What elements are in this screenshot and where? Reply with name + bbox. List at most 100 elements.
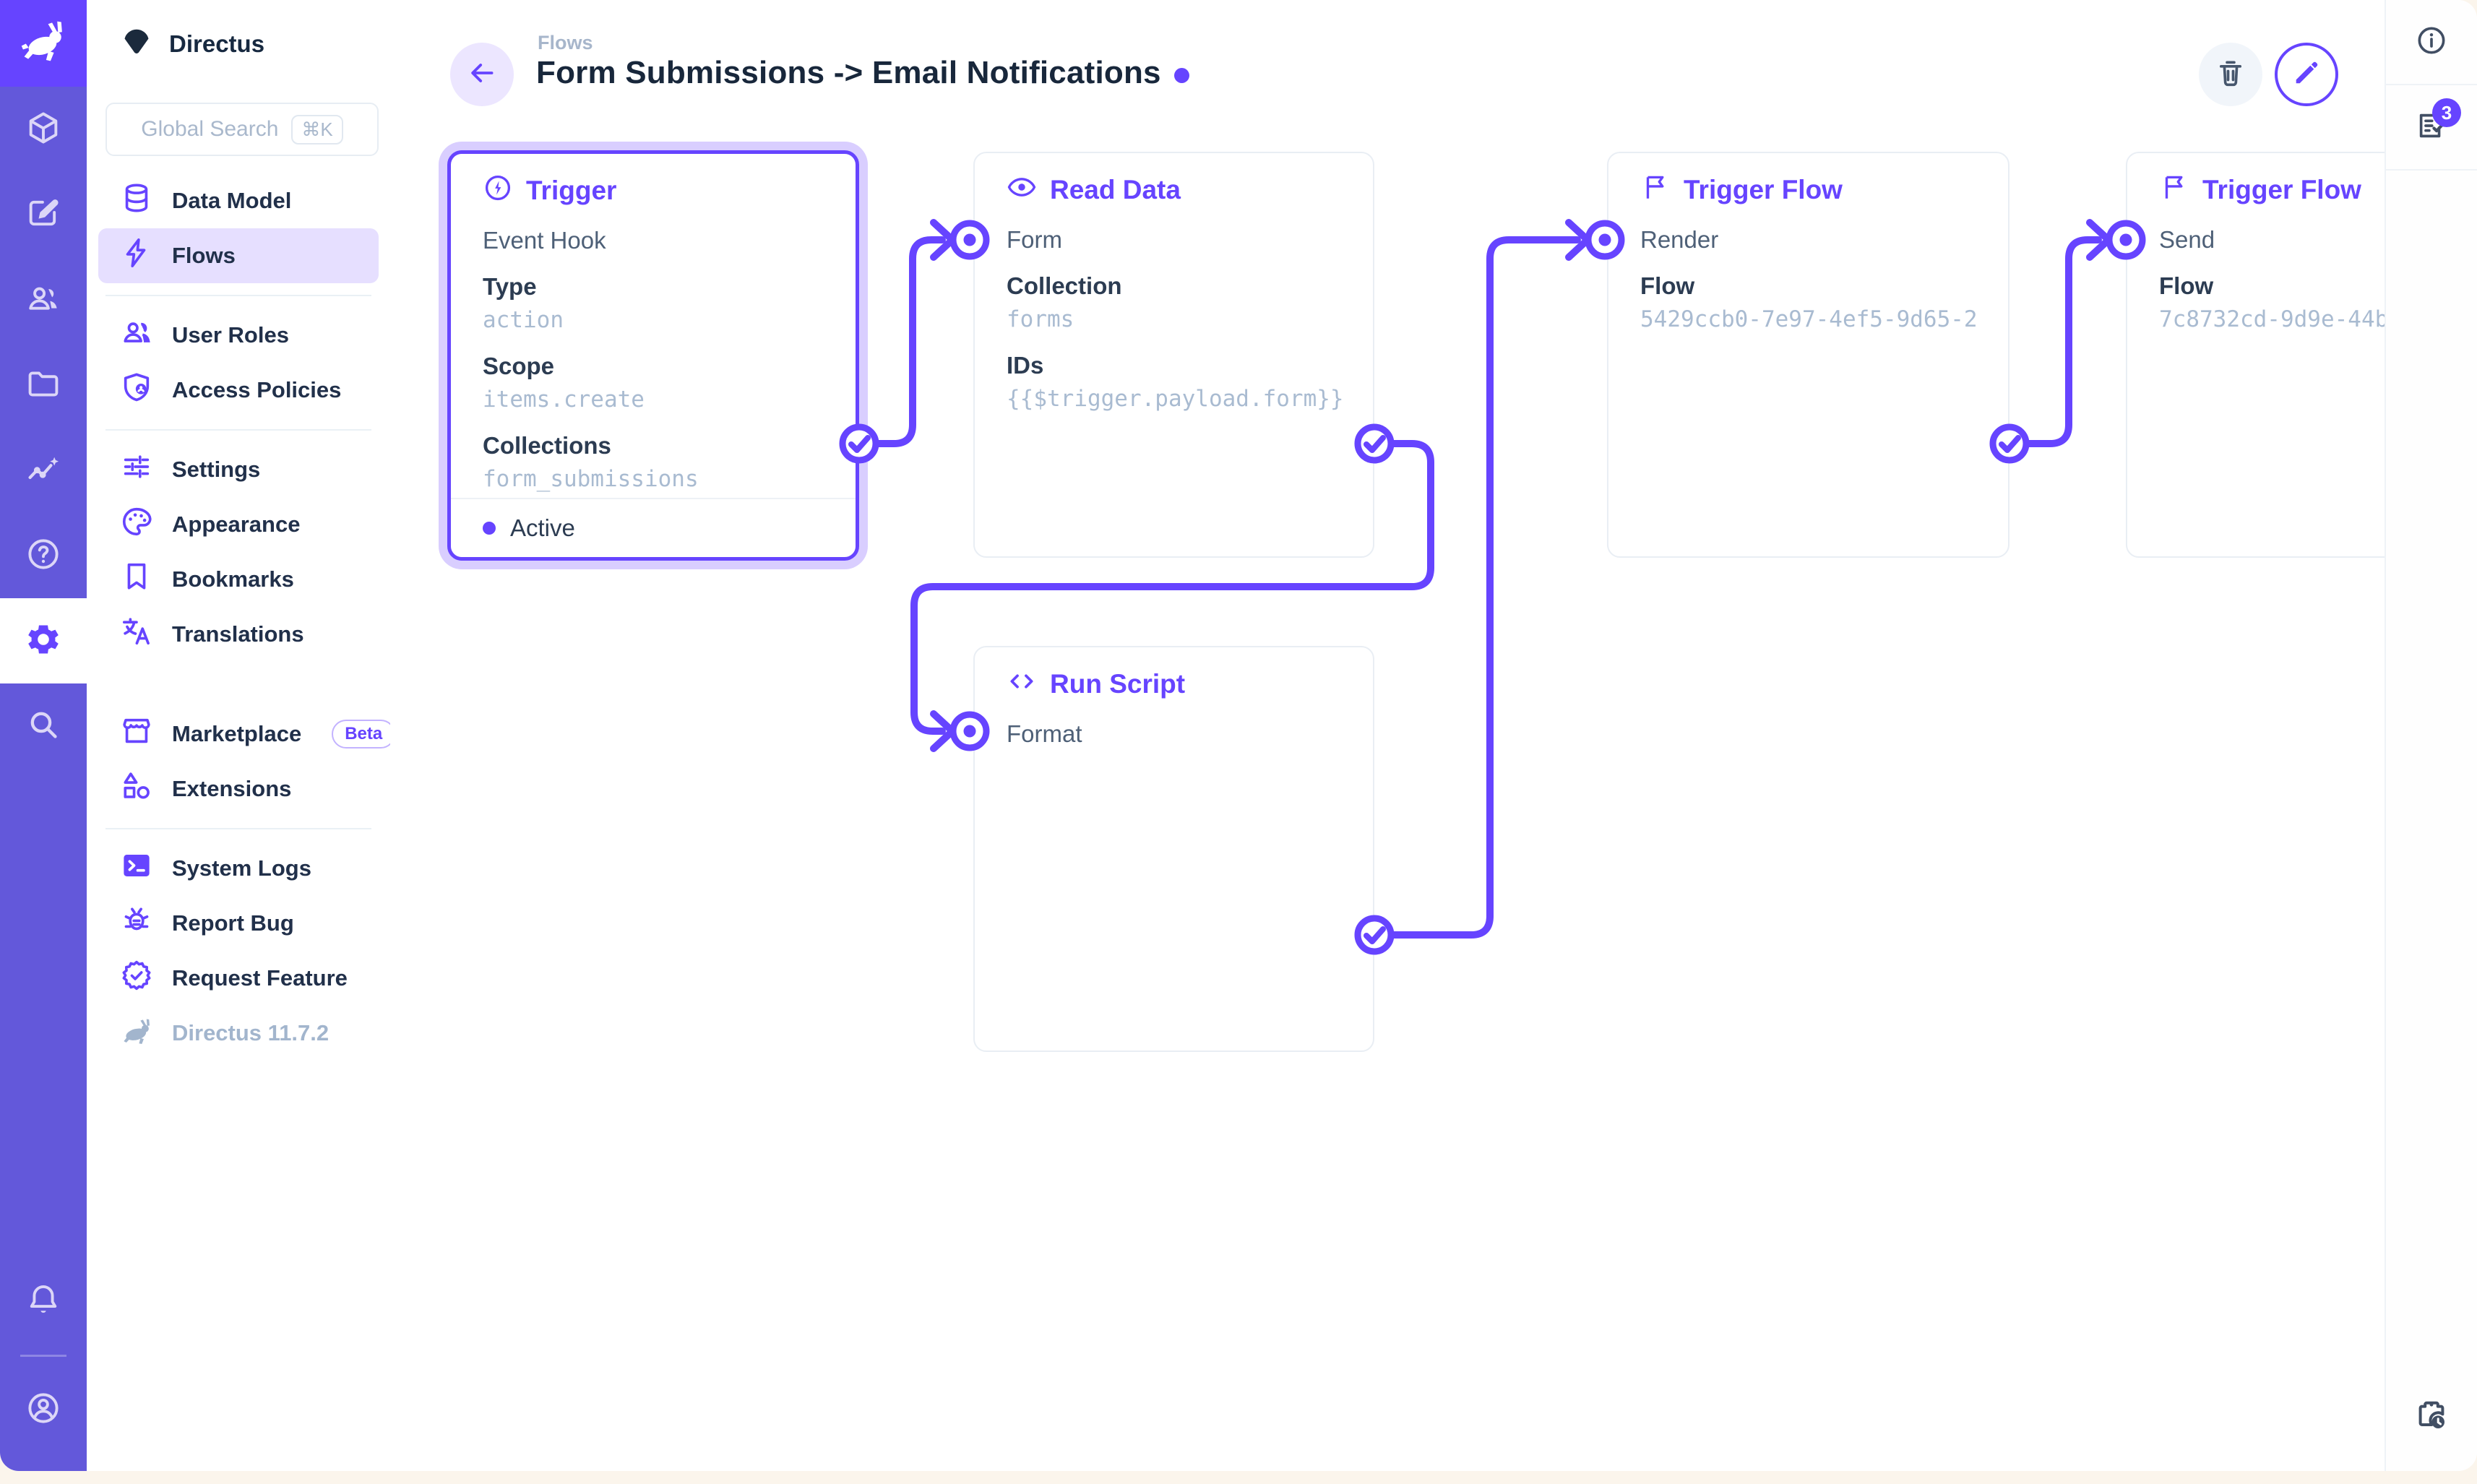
- flow-node-trigger-flow-send[interactable]: Trigger Flow Send Flow 7c8732cd-9d9e-44b…: [2126, 152, 2385, 558]
- field-label: Collections: [483, 432, 611, 459]
- flow-wire: [1371, 236, 1581, 939]
- search-placeholder: Global Search: [141, 117, 279, 141]
- field-value: action: [483, 307, 564, 333]
- back-button[interactable]: [450, 43, 514, 106]
- sidebar-item-marketplace[interactable]: Marketplace Beta: [98, 707, 396, 762]
- nav-divider: [105, 295, 371, 296]
- shield-person-icon: [120, 371, 153, 410]
- bolt-circle-icon: [483, 173, 513, 210]
- sidebar-item-user-roles[interactable]: User Roles: [98, 308, 379, 363]
- translate-icon: [120, 615, 153, 654]
- version-label: Directus 11.7.2: [172, 1020, 329, 1045]
- field-value: forms: [1007, 306, 1074, 332]
- bolt-icon: [120, 236, 153, 275]
- user-avatar-button[interactable]: [0, 1367, 87, 1452]
- flow-color-dot: [1173, 67, 1189, 83]
- search-shortcut: ⌘K: [291, 114, 343, 144]
- eye-icon: [1007, 172, 1037, 209]
- wire-arrowhead-icon: [2086, 219, 2114, 261]
- delete-flow-button[interactable]: [2199, 43, 2262, 106]
- node-title: Trigger Flow: [2202, 175, 2361, 204]
- module-help-button[interactable]: [0, 513, 87, 598]
- sidebar-item-system-logs[interactable]: System Logs: [98, 841, 379, 896]
- code-icon: [1007, 666, 1037, 703]
- module-bar: [0, 0, 87, 1471]
- directus-logo-button[interactable]: [0, 0, 87, 87]
- node-header: Trigger: [483, 174, 827, 207]
- sidebar: Directus Global Search ⌘K Data Model Flo…: [87, 0, 396, 1471]
- sidebar-item-label: User Roles: [172, 322, 289, 348]
- sidebar-item-translations[interactable]: Translations: [98, 607, 379, 662]
- edit-square-icon: [25, 194, 62, 236]
- field-label: Type: [483, 273, 537, 300]
- flag-icon: [2159, 172, 2189, 209]
- node-input-label: Render: [1640, 226, 1719, 253]
- settings-nav: Data Model Flows User Roles Access Polic…: [87, 173, 396, 1061]
- gear-icon: [25, 621, 62, 662]
- logs-sidebar-button[interactable]: 3: [2386, 85, 2477, 171]
- sidebar-item-label: System Logs: [172, 855, 311, 881]
- module-insights-button[interactable]: [0, 428, 87, 513]
- edit-flow-button[interactable]: [2275, 43, 2338, 106]
- module-settings-button[interactable]: [0, 598, 87, 683]
- rabbit-logo-icon: [20, 18, 67, 69]
- flow-node-trigger-flow-render[interactable]: Trigger Flow Render Flow 5429ccb0-7e97-4…: [1607, 152, 2009, 558]
- field-value: {{$trigger.payload.form}}: [1007, 386, 1344, 412]
- wire-arrowhead-icon: [930, 219, 958, 261]
- database-icon: [120, 181, 153, 220]
- sidebar-item-extensions[interactable]: Extensions: [98, 762, 379, 816]
- module-content-button[interactable]: [0, 87, 87, 172]
- sidebar-item-bookmarks[interactable]: Bookmarks: [98, 552, 379, 607]
- info-sidebar-button[interactable]: [2386, 0, 2477, 85]
- module-editor-button[interactable]: [0, 172, 87, 257]
- insights-icon: [25, 450, 62, 491]
- notifications-button[interactable]: [0, 1259, 87, 1345]
- sidebar-item-report-bug[interactable]: Report Bug: [98, 896, 379, 951]
- node-input-label: Form: [1007, 226, 1062, 253]
- flow-node-trigger[interactable]: Trigger Event Hook Type action Scope ite…: [447, 150, 859, 561]
- pending-revisions-button[interactable]: [2386, 1363, 2477, 1471]
- extension-icon: [120, 769, 153, 808]
- sidebar-item-label: Request Feature: [172, 965, 348, 991]
- status-label: Active: [510, 514, 575, 541]
- sidebar-item-data-model[interactable]: Data Model: [98, 173, 379, 228]
- nav-divider: [105, 429, 371, 431]
- module-files-button[interactable]: [0, 342, 87, 428]
- sidebar-item-access-policies[interactable]: Access Policies: [98, 363, 379, 418]
- global-search-input[interactable]: Global Search ⌘K: [105, 103, 379, 156]
- terminal-icon: [120, 849, 153, 888]
- node-title: Trigger: [526, 176, 617, 205]
- field-label: Collection: [1007, 272, 1122, 299]
- wire-arrowhead-icon: [930, 710, 958, 752]
- node-header: Run Script: [1007, 668, 1344, 701]
- clipboard-clock-icon: [2414, 1398, 2449, 1436]
- module-search-button[interactable]: [0, 683, 87, 769]
- sidebar-item-label: Report Bug: [172, 910, 294, 936]
- field-value: 7c8732cd-9d9e-44be: [2159, 306, 2385, 332]
- sidebar-item-settings[interactable]: Settings: [98, 442, 379, 497]
- flow-node-read-data[interactable]: Read Data Form Collection forms IDs {{$t…: [973, 152, 1374, 558]
- field-value: form_submissions: [483, 466, 699, 492]
- flow-node-run-script[interactable]: Run Script Format: [973, 646, 1374, 1052]
- flow-canvas-area: Flows Form Submissions -> Email Notifica…: [390, 0, 2385, 1471]
- field-label: IDs: [1007, 352, 1044, 379]
- trigger-status-row: Active: [451, 498, 856, 557]
- verified-icon: [120, 959, 153, 998]
- users-icon: [25, 280, 62, 321]
- node-input-label: Format: [1007, 720, 1082, 747]
- sidebar-item-flows[interactable]: Flows: [98, 228, 379, 283]
- version-row[interactable]: Directus 11.7.2: [98, 1006, 379, 1061]
- tune-icon: [120, 450, 153, 489]
- project-header[interactable]: Directus: [87, 0, 390, 88]
- module-bar-divider: [20, 1355, 66, 1357]
- breadcrumb[interactable]: Flows: [538, 32, 593, 53]
- nav-divider: [105, 828, 371, 829]
- sidebar-item-appearance[interactable]: Appearance: [98, 497, 379, 552]
- sidebar-item-request-feature[interactable]: Request Feature: [98, 951, 379, 1006]
- module-users-button[interactable]: [0, 257, 87, 342]
- sidebar-item-label: Data Model: [172, 188, 292, 213]
- sidebar-item-label: Access Policies: [172, 377, 342, 402]
- node-header: Trigger Flow: [2159, 173, 2385, 207]
- beta-badge: Beta: [332, 720, 396, 749]
